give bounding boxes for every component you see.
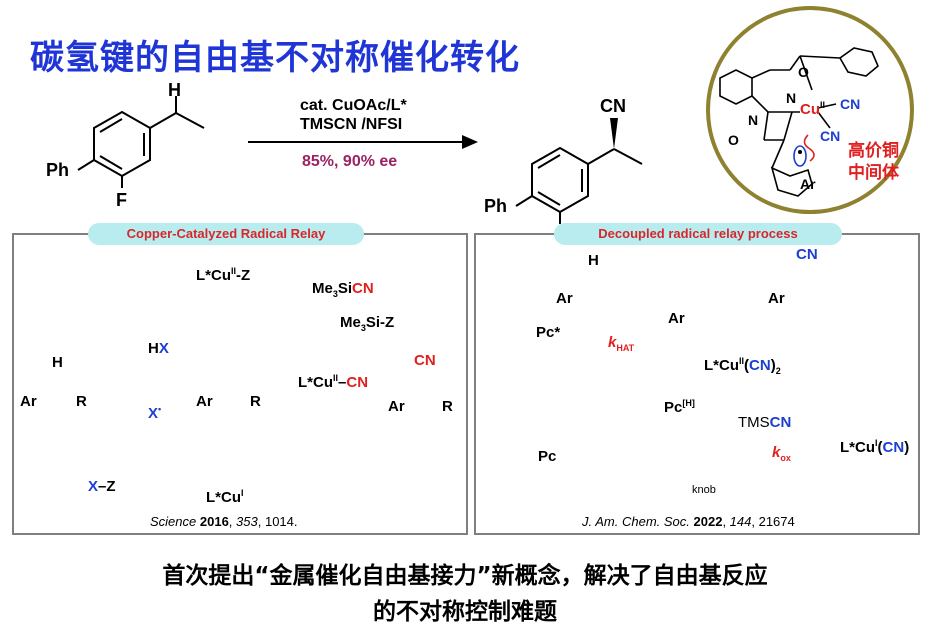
left-tmscn: Me3SiCN [312,280,374,299]
ligand-lines [719,47,879,197]
complex-cn1: CN [840,96,861,112]
right-pc-star: Pc* [536,324,561,341]
right-kox: kox [772,444,791,463]
reaction-yield: 85%, 90% ee [302,153,398,170]
complex-label-2: 中间体 [848,163,899,183]
conditions-line2: TMSCN /NFSI [300,116,403,133]
left-citation: Science 2016, 353, 1014. [150,514,298,529]
right-khat: kHAT [608,334,635,353]
complex-o2: O [728,132,739,148]
left-cu1: L*CuI [206,488,244,506]
product-ring [515,146,643,224]
right-rad-ar: Ar [668,310,685,327]
right-prod-cn: CN [796,246,818,263]
left-x-radical: X• [148,404,162,422]
left-me3siz: Me3Si-Z [340,314,395,333]
conditions-line1: cat. CuOAc/L* [300,97,407,114]
right-cu2: L*CuII(CN)2 [704,356,781,376]
right-panel [474,233,920,535]
left-panel-pill: Copper-Catalyzed Radical Relay [88,223,364,245]
left-sub-r: R [76,393,87,410]
left-rad-ar: Ar [196,393,213,410]
footer-line-2: 的不对称控制难题 [373,599,557,625]
page-title: 碳氢键的自由基不对称催化转化 [30,38,520,78]
product-cn: CN [600,96,626,116]
left-cu2z: L*CuII-Z [196,266,251,284]
right-pc: Pc [538,448,557,465]
left-prod-ar: Ar [388,398,405,415]
right-knob-label: knob [692,484,716,496]
product-ph: Ph [484,196,508,216]
right-sub-h: H [588,252,599,269]
left-sub-h: H [52,354,63,371]
right-cu1: L*CuI(CN) [840,438,910,456]
right-sub-ar: Ar [556,290,573,307]
substrate-f: F [116,190,127,210]
complex-cu: CuII [800,100,826,118]
left-prod-cn: CN [414,352,436,369]
right-prod-ar: Ar [768,290,785,307]
right-panel-pill: Decoupled radical relay process [554,223,842,245]
left-center-complex: L*CuII–CN [298,373,369,391]
complex-o1: O [798,64,809,80]
footer-line-1: 首次提出“金属催化自由基接力”新概念，解决了自由基反应 [162,563,768,589]
product-wedge [610,118,618,149]
left-prod-r: R [442,398,453,415]
substrate-ph: Ph [46,160,70,180]
left-xz: X–Z [88,478,116,495]
right-citation: J. Am. Chem. Soc. 2022, 144, 21674 [582,514,795,529]
complex-n1: N [786,90,797,106]
complex-circle [706,6,914,214]
right-pch: Pc[H] [664,398,695,416]
complex-label-1: 高价铜 [848,141,899,161]
complex-cn2: CN [820,128,841,144]
left-sub-ar: Ar [20,393,37,410]
complex-n2: N [748,112,759,128]
right-tmscn: TMSCN [738,414,792,431]
complex-ar: Ar [800,176,816,192]
left-rad-r: R [250,393,261,410]
substrate-ring [77,96,205,188]
left-hx: HX [148,340,169,357]
substrate-h: H [168,80,181,100]
